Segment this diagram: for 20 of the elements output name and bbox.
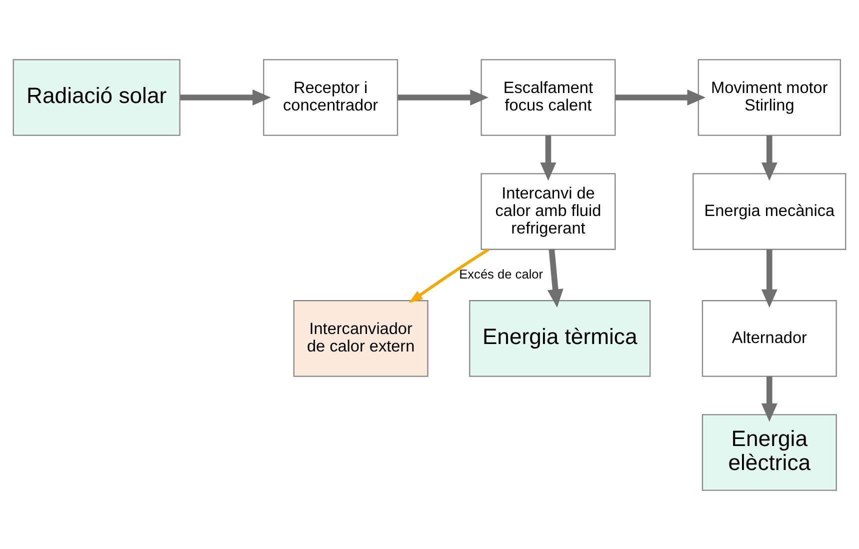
arrow xyxy=(547,248,564,308)
edge-label: Excés de calor xyxy=(459,266,544,281)
node-box: Energia elèctrica xyxy=(702,414,837,490)
node-box: Alternador xyxy=(702,300,837,376)
node-box: Energia tèrmica xyxy=(469,300,651,376)
arrow xyxy=(761,248,778,308)
node-box: Intercanvi de calor amb fluid refrigerant xyxy=(480,172,616,250)
arrow xyxy=(761,135,778,180)
arrow xyxy=(398,88,488,105)
node-box: Energia mecànica xyxy=(692,172,846,250)
node-box: Intercanviador de calor extern xyxy=(293,300,428,376)
node-box: Radiació solar xyxy=(12,58,180,136)
arrow xyxy=(180,88,271,105)
arrow xyxy=(761,376,778,422)
arrow xyxy=(615,88,706,105)
node-box: Receptor i concentrador xyxy=(263,58,398,136)
node-box: Moviment motor Stirling xyxy=(698,58,841,136)
arrow xyxy=(540,135,556,180)
arrow xyxy=(408,248,490,302)
node-box: Escalfament focus calent xyxy=(480,58,616,136)
